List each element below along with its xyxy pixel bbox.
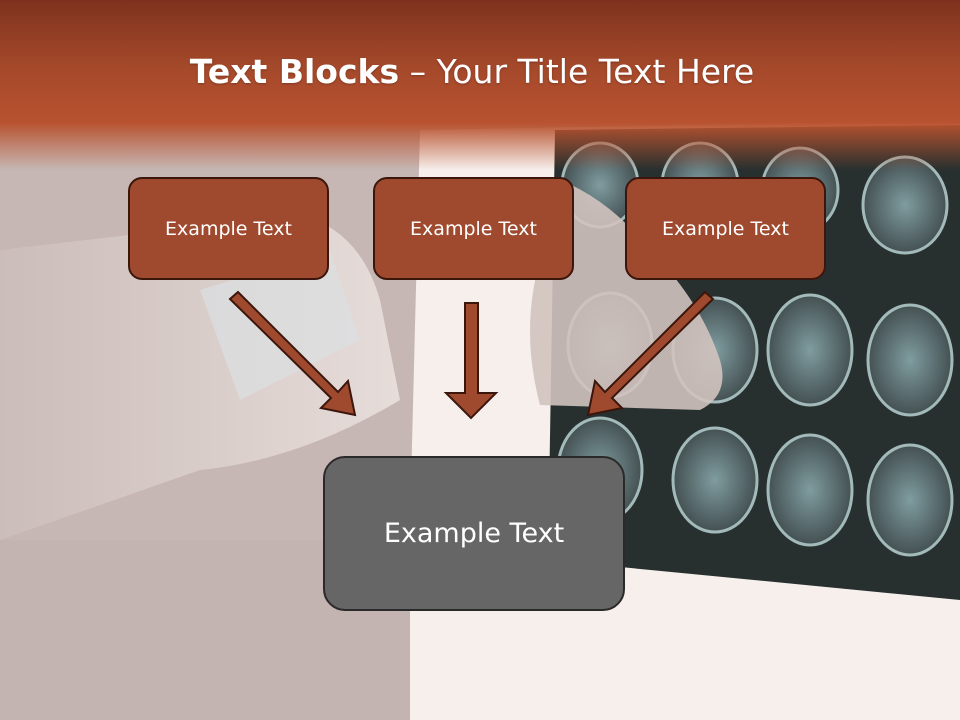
header-band — [0, 0, 960, 170]
title-bold-part: Text Blocks — [189, 52, 400, 91]
title-rest-part: – Your Title Text Here — [399, 52, 755, 91]
slide-title: Text Blocks – Your Title Text Here — [0, 52, 944, 91]
example-text-target-block: Example Text — [323, 456, 625, 611]
example-text-block-2: Example Text — [373, 177, 574, 280]
example-text-block-3: Example Text — [625, 177, 826, 280]
example-text-block-1: Example Text — [128, 177, 329, 280]
